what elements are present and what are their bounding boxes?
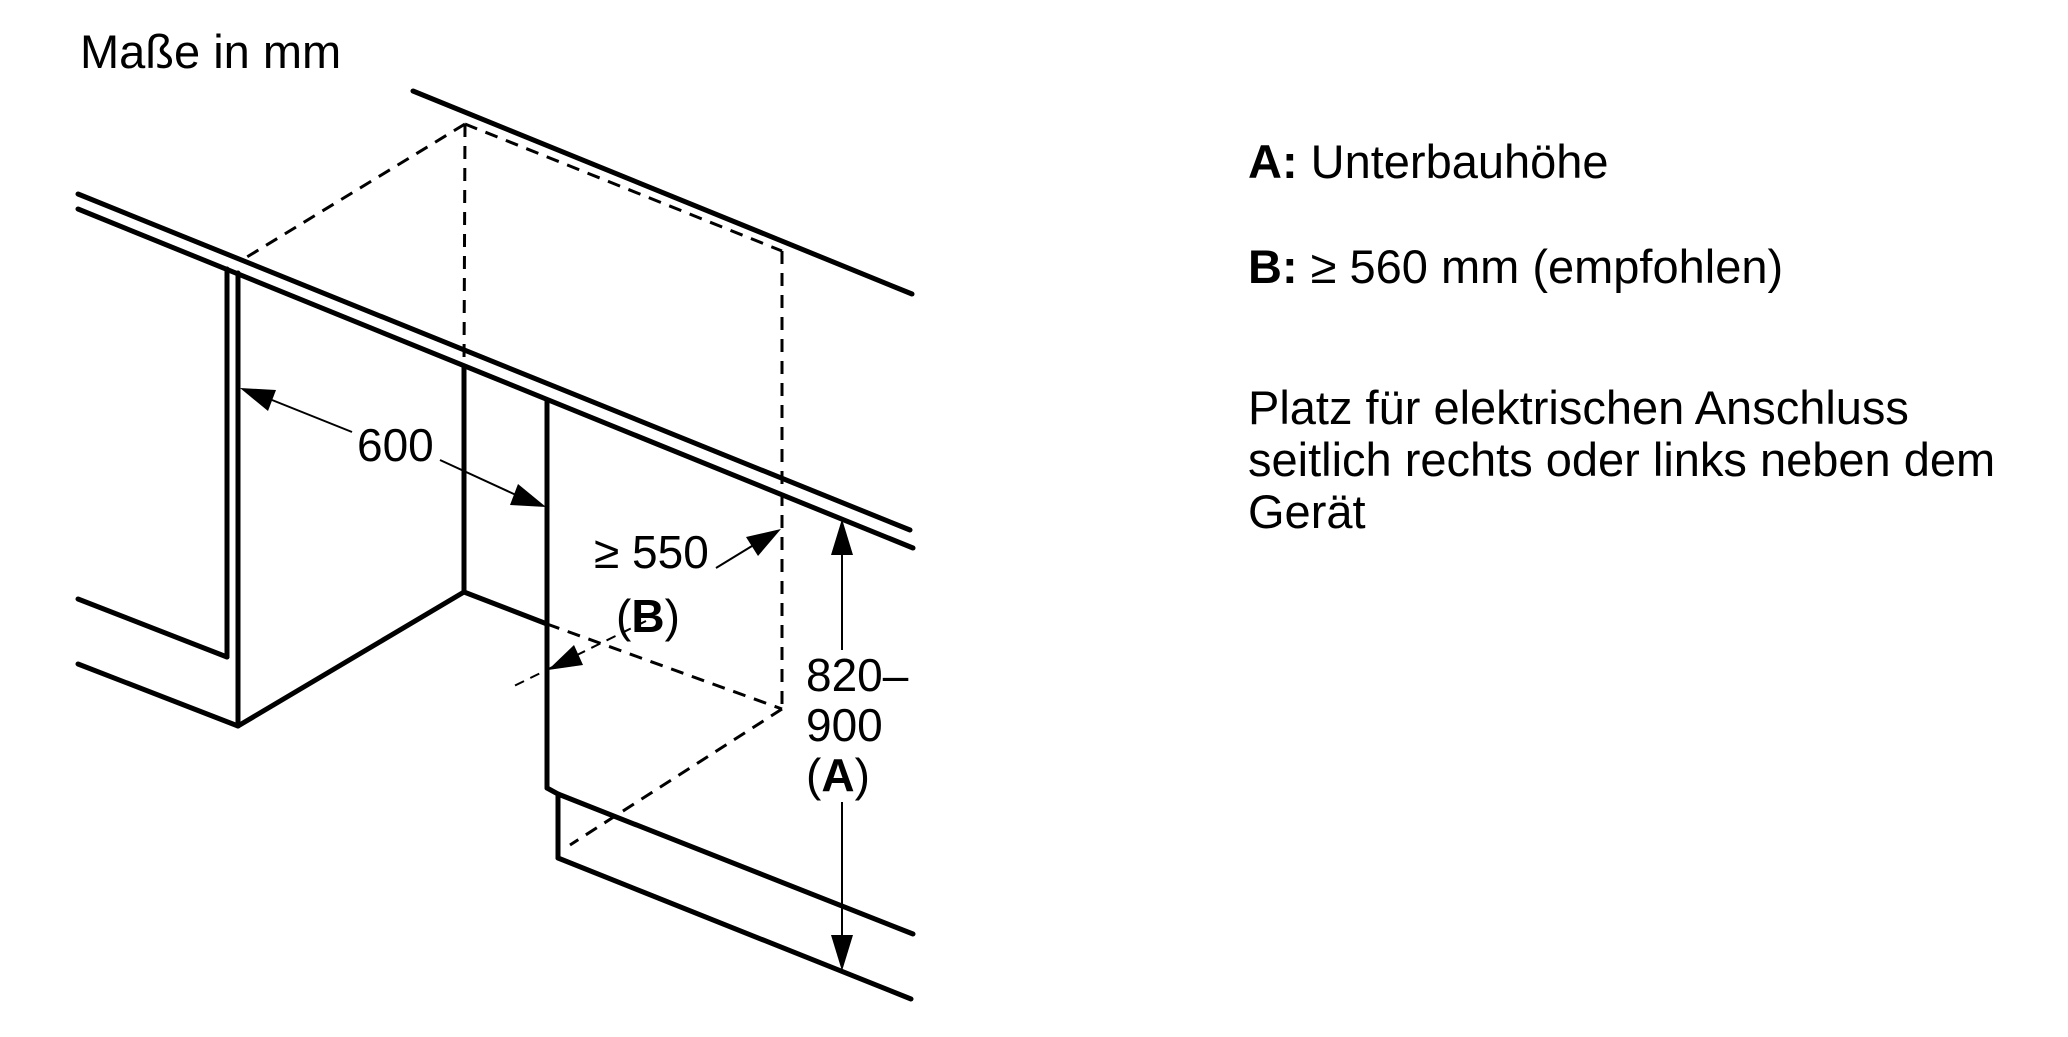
arrow-b-lower-icon — [548, 645, 583, 670]
legend-note-line: seitlich rechts oder links neben dem — [1248, 433, 1996, 486]
cabinet-structure-lines — [75, 88, 916, 1002]
countertop-front-bottom-edge — [75, 206, 916, 551]
dim-600-leader-left — [271, 399, 353, 433]
plinth-top-edge — [555, 791, 916, 937]
height-dimension-label-line1: 820– — [806, 649, 909, 701]
legend-note: Platz für elektrischen Anschluss seitlic… — [1248, 382, 1995, 538]
legend-key-a: A: — [1248, 135, 1298, 188]
right-floor-line — [555, 855, 914, 1002]
legend-entry-a: A: Unterbauhöhe — [1248, 136, 1609, 188]
arrow-a-bottom-icon — [831, 935, 853, 971]
legend-key-b: B: — [1248, 240, 1298, 293]
countertop-front-top-edge — [75, 191, 913, 533]
legend-text-b: ≥ 560 mm (empfohlen) — [1297, 240, 1784, 293]
arrow-600-right-icon — [510, 484, 546, 507]
height-dimension-label-line2: 900 — [806, 699, 883, 751]
units-label: Maße in mm — [80, 25, 341, 78]
left-floor-line — [75, 661, 241, 729]
dim-b-leader-upper — [715, 545, 753, 569]
back-wall-floor-edge — [461, 589, 550, 627]
dimension-leader-lines — [271, 399, 843, 936]
depth-ref-letter: B — [631, 590, 664, 642]
niche-bottom-length-edge — [546, 622, 783, 711]
arrow-b-upper-icon — [746, 529, 781, 556]
height-ref-letter: A — [821, 749, 854, 801]
left-wall-floor-edge — [235, 589, 467, 729]
niche-hidden-outline — [241, 122, 784, 847]
legend-entry-b: B: ≥ 560 mm (empfohlen) — [1248, 241, 1783, 293]
height-ref-label: (A) — [806, 749, 870, 801]
niche-bottom-depth-edge — [569, 707, 783, 847]
depth-ref-label: (B) — [616, 590, 680, 642]
depth-dimension-label: ≥ 550 — [594, 526, 709, 578]
legend-note-line: Platz für elektrischen Anschluss — [1248, 381, 1909, 434]
dimension-arrowheads — [240, 388, 853, 971]
niche-back-left-edge-hidden — [462, 123, 467, 367]
legend-note-line: Gerät — [1248, 485, 1366, 538]
arrow-600-left-icon — [240, 388, 276, 411]
width-dimension-label: 600 — [357, 419, 434, 471]
niche-top-depth-edge — [241, 122, 466, 262]
height-ref-open: ( — [806, 749, 822, 801]
depth-ref-open: ( — [616, 590, 632, 642]
height-ref-close: ) — [855, 749, 870, 801]
countertop-back-edge — [410, 88, 915, 297]
plinth-step — [544, 785, 561, 861]
dim-600-leader-right — [439, 459, 517, 496]
niche-top-length-edge — [464, 122, 783, 253]
left-cabinet-bottom-edge — [75, 596, 230, 660]
legend-text-a: Unterbauhöhe — [1297, 135, 1609, 188]
arrow-a-top-icon — [831, 519, 853, 555]
depth-ref-close: ) — [665, 590, 680, 642]
